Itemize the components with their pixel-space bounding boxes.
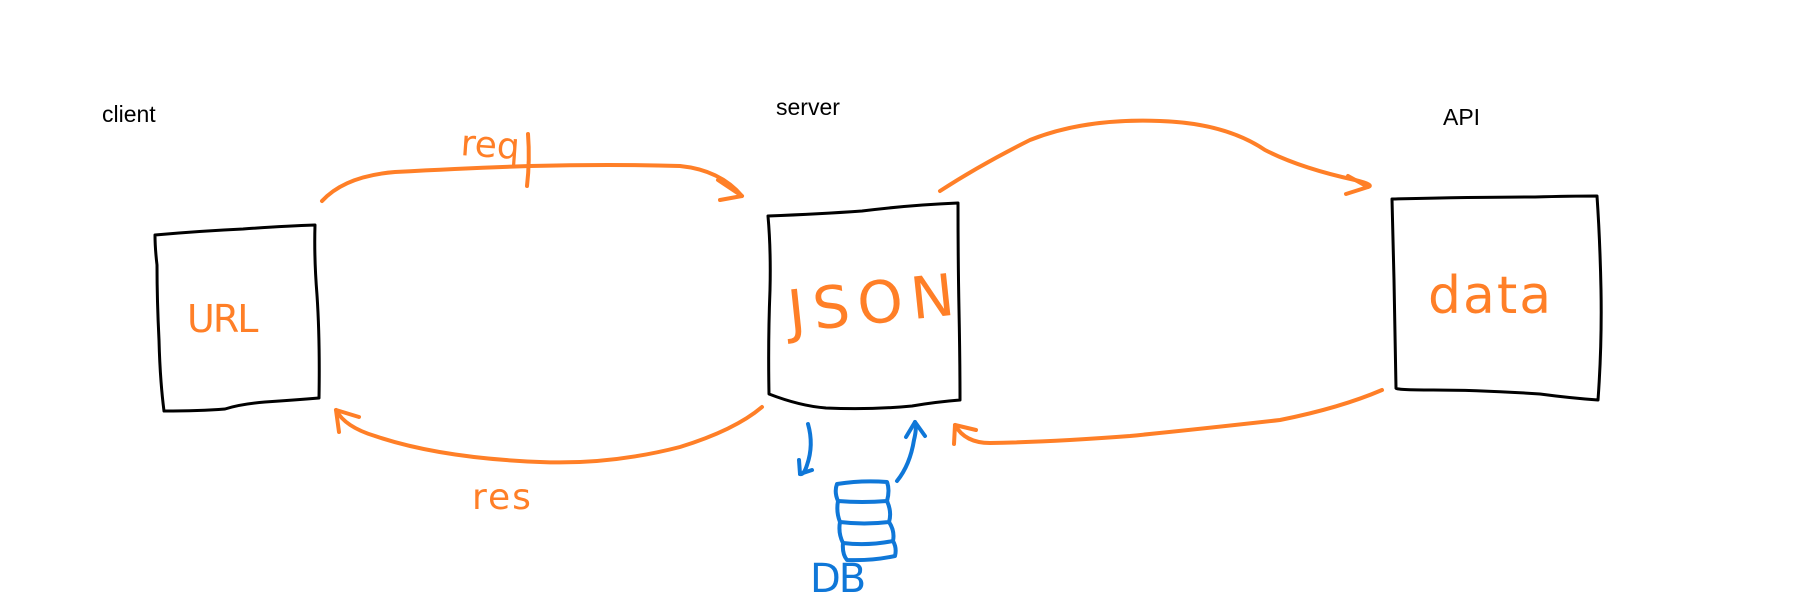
- api-to-server-edge: [952, 388, 1384, 446]
- api-label: API: [1443, 104, 1481, 130]
- server-node: JSON: [766, 201, 965, 411]
- server-content: JSON: [781, 260, 965, 346]
- db-to-server-arrow-head: [904, 420, 927, 439]
- response-arrow-head: [334, 408, 361, 434]
- database-disk-lower: [837, 520, 896, 547]
- request-arrow-line: [320, 163, 744, 203]
- database-disk-middle: [835, 499, 893, 526]
- request-arrow-head: [716, 178, 744, 202]
- server-to-api-arrow-head: [1344, 174, 1370, 196]
- server-to-api-edge: [938, 118, 1372, 196]
- db-to-server-edge: [895, 420, 927, 483]
- request-edge: req: [320, 123, 744, 203]
- server-label: server: [776, 94, 840, 120]
- database-disk-top: [833, 479, 891, 504]
- request-label-tail: [525, 132, 531, 188]
- response-edge: res: [334, 405, 764, 518]
- database-node: DB: [810, 479, 898, 597]
- response-label: res: [472, 477, 533, 518]
- client-label: client: [102, 101, 156, 127]
- server-to-db-edge: [797, 422, 814, 477]
- database-label: DB: [810, 556, 864, 597]
- server-box: [766, 201, 962, 411]
- api-box: [1390, 194, 1603, 402]
- api-to-server-arrow-head: [952, 423, 978, 446]
- db-to-server-arrow-line: [895, 420, 918, 483]
- api-content: data: [1428, 266, 1553, 326]
- database-icon: [833, 479, 898, 563]
- client-node: URL: [153, 223, 321, 413]
- server-to-api-arrow-line: [938, 118, 1372, 193]
- database-disk-bottom: [840, 539, 898, 563]
- api-node: data: [1390, 194, 1603, 402]
- client-box: [153, 223, 321, 413]
- api-to-server-arrow-line: [953, 388, 1384, 445]
- client-content: URL: [187, 297, 258, 341]
- server-to-db-arrow-head: [797, 458, 814, 476]
- request-label: req: [459, 123, 521, 168]
- server-to-db-arrow-line: [798, 422, 813, 477]
- response-arrow-line: [334, 405, 764, 465]
